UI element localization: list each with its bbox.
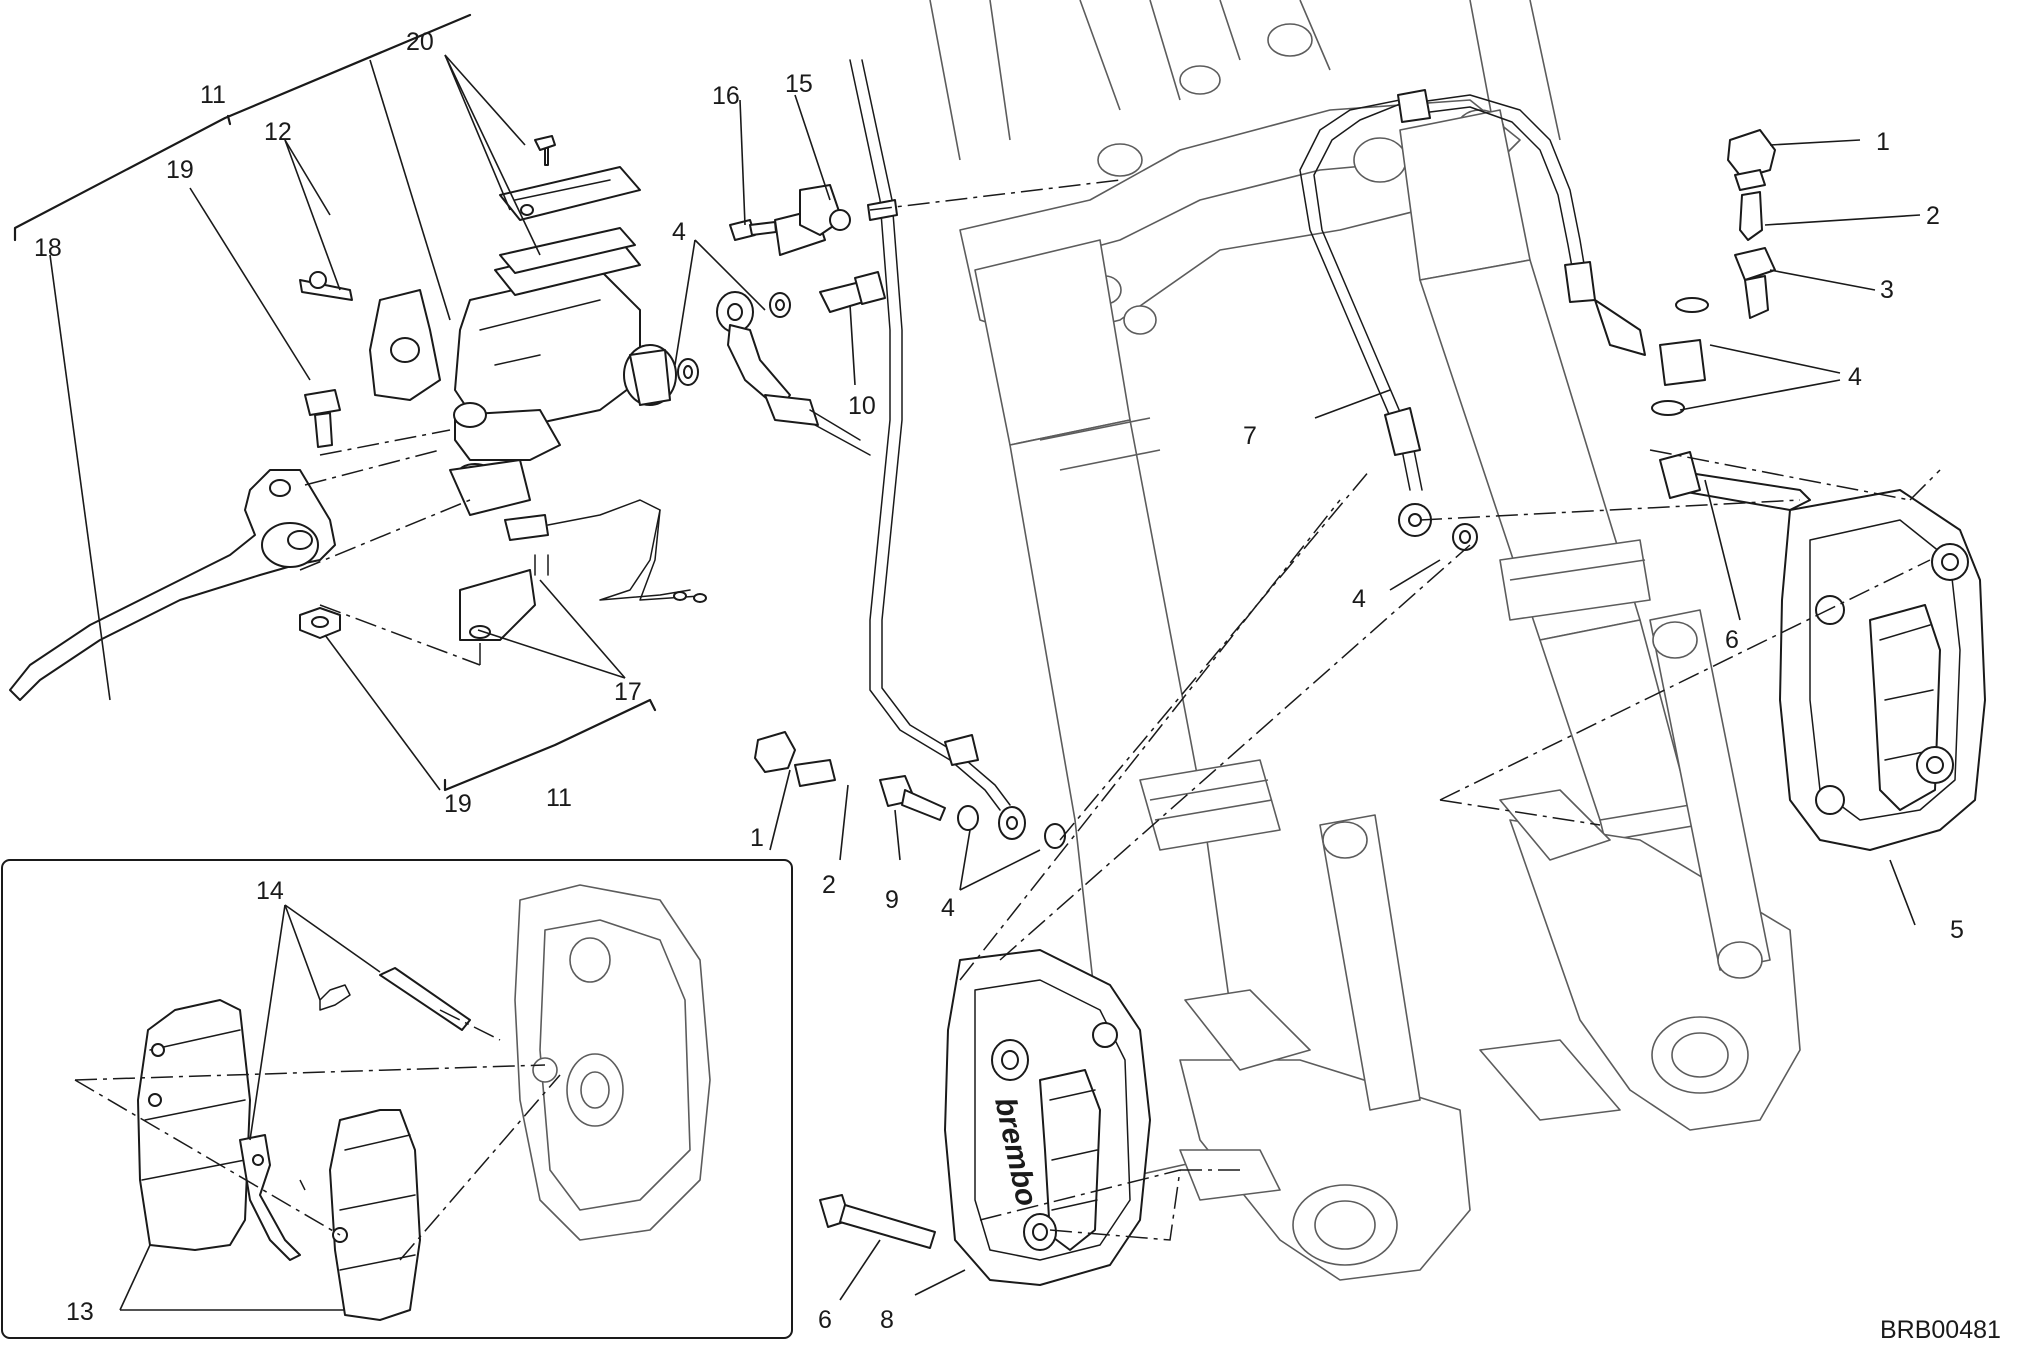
callout-6-right: 6 [1725, 626, 1739, 654]
brake-hose-left [849, 59, 1001, 811]
callout-4-upper: 4 [672, 218, 686, 246]
callout-2-top: 2 [1926, 202, 1940, 230]
master-cylinder-group [9, 135, 886, 701]
callout-3: 3 [1880, 276, 1894, 304]
callout-18: 18 [34, 234, 62, 262]
right-caliper [1659, 451, 1986, 851]
callout-7: 7 [1243, 422, 1257, 450]
fork-and-frame-background [929, 0, 1801, 1281]
group-11-brackets [13, 13, 657, 792]
callout-16: 16 [712, 82, 740, 110]
brake-lever [9, 469, 336, 701]
callout-8: 8 [880, 1306, 894, 1334]
callout-1-bottom: 1 [750, 824, 764, 852]
callout-4-mid: 4 [1352, 585, 1366, 613]
assembly-guide-lines [74, 179, 1941, 1261]
callout-20: 20 [406, 28, 434, 56]
callout-17: 17 [614, 678, 642, 706]
callout-labels: 1 2 3 4 5 6 7 4 16 15 4 10 20 11 12 19 1… [34, 28, 1964, 1334]
callout-12: 12 [264, 118, 292, 146]
callout-4-lower: 4 [941, 894, 955, 922]
callout-11-top: 11 [200, 81, 226, 109]
callout-4-right: 4 [1848, 363, 1862, 391]
drawing-code: BRB00481 [1880, 1316, 2001, 1344]
callout-9: 9 [885, 886, 899, 914]
master-cylinder-body [454, 269, 641, 426]
callout-2-bottom: 2 [822, 871, 836, 899]
callout-19-top: 19 [166, 156, 194, 184]
callout-14: 14 [256, 877, 284, 905]
callout-6-bottom: 6 [818, 1306, 832, 1334]
callout-10: 10 [848, 392, 876, 420]
callout-5: 5 [1950, 916, 1964, 944]
bleed-valve-parts-right [1651, 129, 1776, 416]
callout-15: 15 [785, 70, 813, 98]
left-caliper: brembo [754, 731, 1151, 1286]
callout-19-bottom: 19 [444, 790, 472, 818]
callout-13: 13 [66, 1298, 94, 1326]
leader-lines [49, 54, 1921, 1311]
callout-1-top: 1 [1876, 128, 1890, 156]
callout-11-bottom: 11 [546, 784, 572, 812]
brake-pad-inset [1, 859, 793, 1339]
